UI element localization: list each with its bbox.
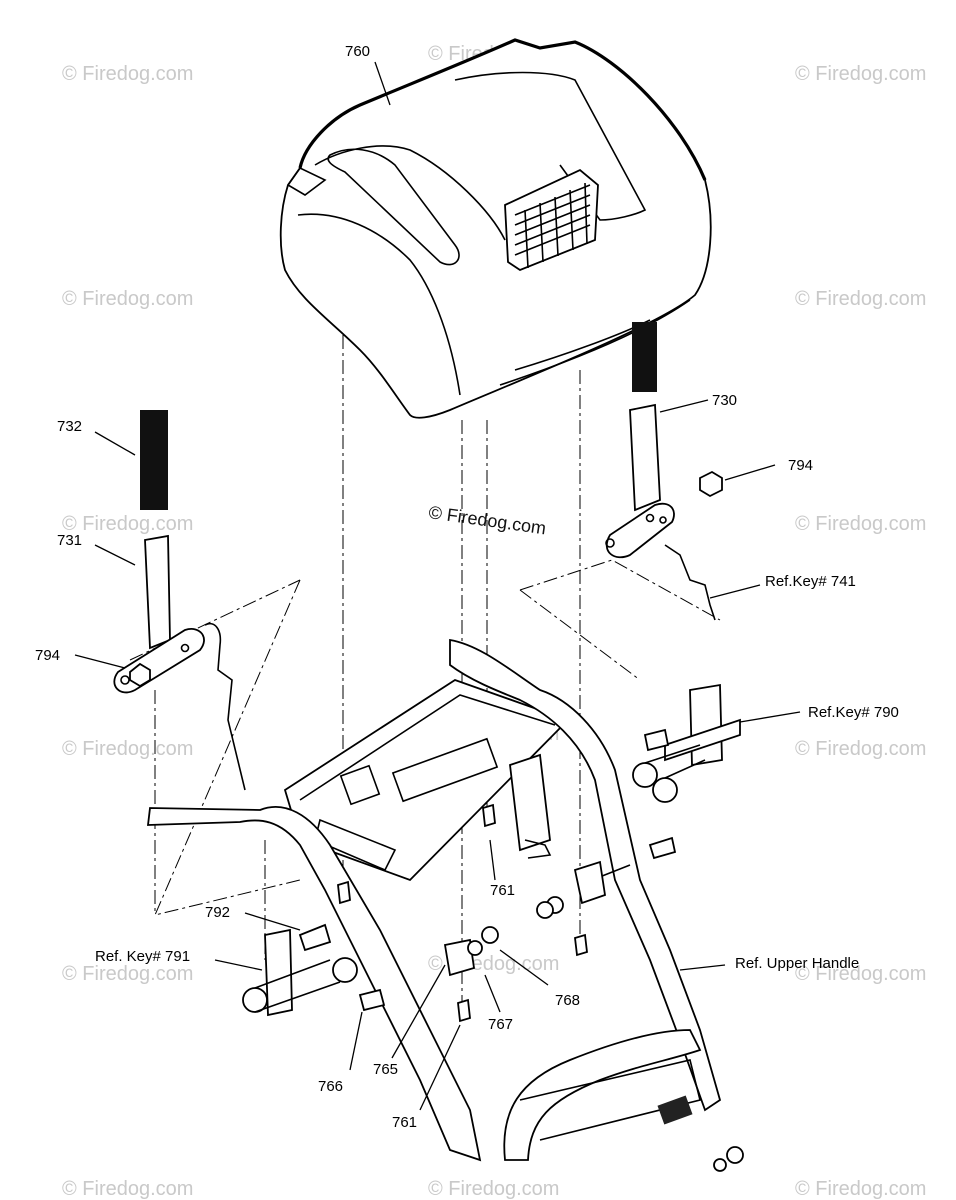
label-794-right: 794 — [788, 457, 813, 474]
part-731-handle-grip-left — [113, 410, 246, 791]
watermark: © Firedog.com — [795, 288, 926, 310]
vent-grille — [514, 182, 591, 269]
watermark: © Firedog.com — [795, 738, 926, 760]
label-761-lower: 761 — [392, 1114, 417, 1131]
watermark: © Firedog.com — [428, 1178, 559, 1200]
label-732: 732 — [57, 418, 82, 435]
watermark: © Firedog.com — [795, 513, 926, 535]
label-760: 760 — [345, 43, 370, 60]
label-766: 766 — [318, 1078, 343, 1095]
watermark: © Firedog.com — [62, 738, 193, 760]
label-767: 767 — [488, 1016, 513, 1033]
fasteners — [242, 803, 677, 1023]
part-labels: 760 732 731 794 730 794 Ref.Key# 741 Ref… — [35, 43, 899, 1131]
watermark: © Firedog.com — [62, 1178, 193, 1200]
label-ref-790: Ref.Key# 790 — [808, 704, 899, 721]
watermark: © Firedog.com — [62, 963, 193, 985]
watermark: © Firedog.com — [795, 63, 926, 85]
ref-790-bracket — [632, 683, 741, 803]
watermark: © Firedog.com — [62, 288, 193, 310]
label-ref-741: Ref.Key# 741 — [765, 573, 856, 590]
watermark: © Firedog.com — [795, 963, 926, 985]
label-731: 731 — [57, 532, 82, 549]
upper-handle — [146, 638, 744, 1172]
watermark: © Firedog.com — [62, 513, 193, 535]
label-ref-upper-handle: Ref. Upper Handle — [735, 955, 859, 972]
label-768: 768 — [555, 992, 580, 1009]
label-792: 792 — [205, 904, 230, 921]
part-760-cover — [279, 38, 712, 419]
watermark: © Firedog.com — [62, 63, 193, 85]
label-765: 765 — [373, 1061, 398, 1078]
label-730: 730 — [712, 392, 737, 409]
label-794-left: 794 — [35, 647, 60, 664]
label-ref-791: Ref. Key# 791 — [95, 948, 190, 965]
watermarks: © Firedog.com © Firedog.com © Firedog.co… — [62, 43, 926, 1200]
leader-lines — [74, 61, 801, 1111]
label-761-upper: 761 — [490, 882, 515, 899]
part-730-handle-grip-right — [605, 322, 723, 621]
watermark: © Firedog.com — [795, 1178, 926, 1200]
